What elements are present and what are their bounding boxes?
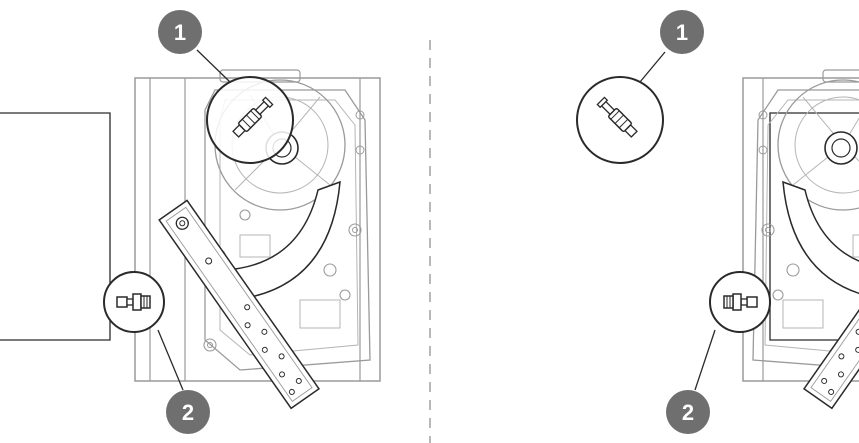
callout-badge-left-1: 1: [158, 10, 202, 54]
side-bolt-icon: [723, 293, 758, 311]
side-bolt-icon: [116, 293, 151, 311]
callout-badge-right-1: 1: [660, 10, 704, 54]
callout-badge-right-2: 2: [666, 390, 710, 434]
callout-number: 2: [682, 400, 694, 425]
right-leader-2: [694, 329, 716, 391]
right-bolt-detail: [709, 271, 771, 333]
right-operator: [742, 69, 859, 410]
right-leader-1: [639, 51, 666, 83]
left-bolt-detail: [103, 271, 165, 333]
callout-number: 2: [182, 400, 194, 425]
callout-badge-left-2: 2: [166, 390, 210, 434]
right-screw-detail: [576, 76, 664, 164]
left-leader-2: [157, 329, 184, 391]
right-door-outline: [769, 112, 859, 341]
left-door-outline: [0, 112, 111, 341]
callout-number: 1: [676, 20, 688, 45]
callout-number: 1: [174, 20, 186, 45]
left-leader-1: [196, 49, 231, 83]
left-screw-detail: [206, 76, 294, 164]
